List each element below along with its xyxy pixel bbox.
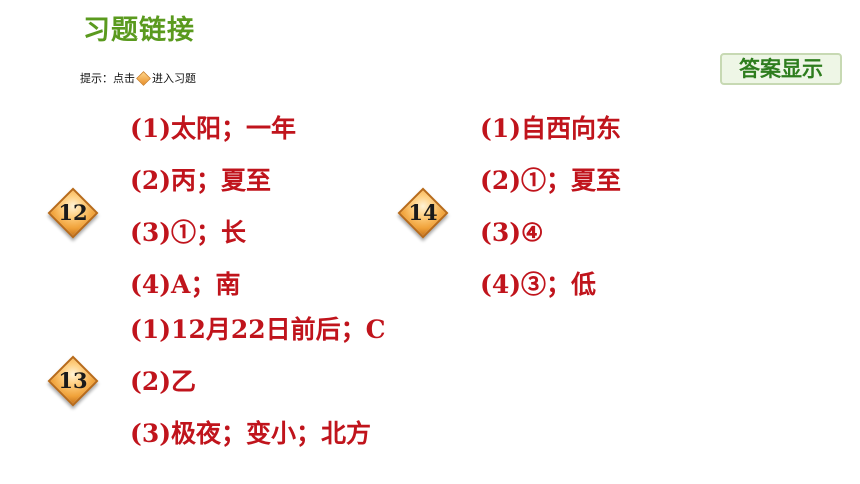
answer-line: (4)③；低 bbox=[480, 270, 597, 299]
hint-text: 提示：点击 进入习题 bbox=[80, 70, 196, 86]
question-number: 12 bbox=[58, 200, 88, 225]
answer-line: (3)极夜；变小；北方 bbox=[130, 419, 372, 448]
answer-line: (1)12月22日前后；C bbox=[130, 315, 386, 344]
show-answer-button[interactable]: 答案显示 bbox=[720, 53, 842, 85]
answer-line: (3)④ bbox=[480, 218, 544, 247]
answer-line: (1)太阳；一年 bbox=[130, 114, 297, 143]
question-13-badge[interactable]: 13 bbox=[47, 355, 99, 407]
hint-prefix: 提示：点击 bbox=[80, 72, 135, 85]
answer-line: (2)乙 bbox=[130, 367, 197, 396]
question-12-badge[interactable]: 12 bbox=[47, 187, 99, 239]
question-14-badge[interactable]: 14 bbox=[397, 187, 449, 239]
answer-line: (1)自西向东 bbox=[480, 114, 622, 143]
page-title: 习题链接 bbox=[83, 15, 195, 46]
answer-line: (4)A；南 bbox=[130, 270, 241, 299]
question-number: 14 bbox=[408, 200, 438, 225]
diamond-icon bbox=[136, 70, 151, 86]
answer-line: (3)①；长 bbox=[130, 218, 247, 247]
question-number: 13 bbox=[58, 368, 88, 393]
answer-line: (2)①；夏至 bbox=[480, 166, 622, 195]
answer-line: (2)丙；夏至 bbox=[130, 166, 272, 195]
hint-suffix: 进入习题 bbox=[152, 72, 196, 85]
